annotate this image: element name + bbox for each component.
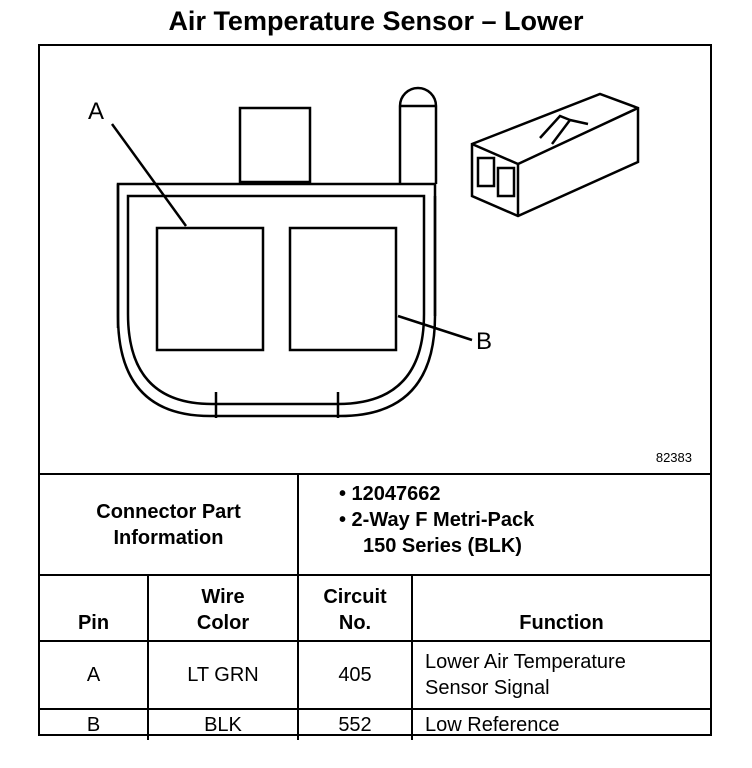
header-function: Function <box>411 574 710 642</box>
function-cell: Low Reference <box>411 708 710 740</box>
function-cell: Lower Air Temperature Sensor Signal <box>411 640 710 710</box>
connector-part-info-values: • 12047662 • 2-Way F Metri-Pack 150 Seri… <box>297 473 710 576</box>
callout-b: B <box>476 328 493 355</box>
connector-diagram: A B 82383 <box>40 46 710 473</box>
cavity-b <box>288 226 398 352</box>
header-circuit: Circuit No. <box>297 574 413 642</box>
callout-a: A <box>88 98 105 125</box>
table-row: B BLK 552 Low Reference <box>40 708 710 740</box>
header-pin: Pin <box>40 574 149 642</box>
lock-post <box>398 86 438 184</box>
figure-id: 82383 <box>655 450 692 465</box>
page-title: Air Temperature Sensor – Lower <box>168 6 584 36</box>
connector-part-info-row: Connector Part Information • 12047662 • … <box>40 473 710 576</box>
connector-table: Connector Part Information • 12047662 • … <box>40 473 710 740</box>
part-number: • 12047662 <box>339 483 441 505</box>
connector-face-drawing <box>110 86 640 418</box>
leader-a <box>110 123 188 227</box>
pin-cell: A <box>40 640 149 710</box>
connector-frame: A B 82383 Connector Part Information • 1… <box>38 44 712 740</box>
header-wire-color: Wire Color <box>147 574 299 642</box>
connector-type-line2: 150 Series (BLK) <box>363 535 522 557</box>
connector-iso-view <box>470 92 640 218</box>
circuit-cell: 405 <box>297 640 413 710</box>
housing-outer <box>116 182 437 418</box>
leader-b <box>397 314 473 342</box>
connector-part-info-label: Connector Part Information <box>40 473 299 576</box>
circuit-cell: 552 <box>297 708 413 740</box>
latch-tab <box>238 106 312 184</box>
pin-cell: B <box>40 708 149 740</box>
cavity-a <box>155 226 265 352</box>
connector-type-line1: • 2-Way F Metri-Pack <box>339 509 535 531</box>
wire-color-cell: LT GRN <box>147 640 299 710</box>
table-row: A LT GRN 405 Lower Air Temperature Senso… <box>40 640 710 710</box>
table-header-row: Pin Wire Color Circuit No. Function <box>40 574 710 642</box>
wire-color-cell: BLK <box>147 708 299 740</box>
